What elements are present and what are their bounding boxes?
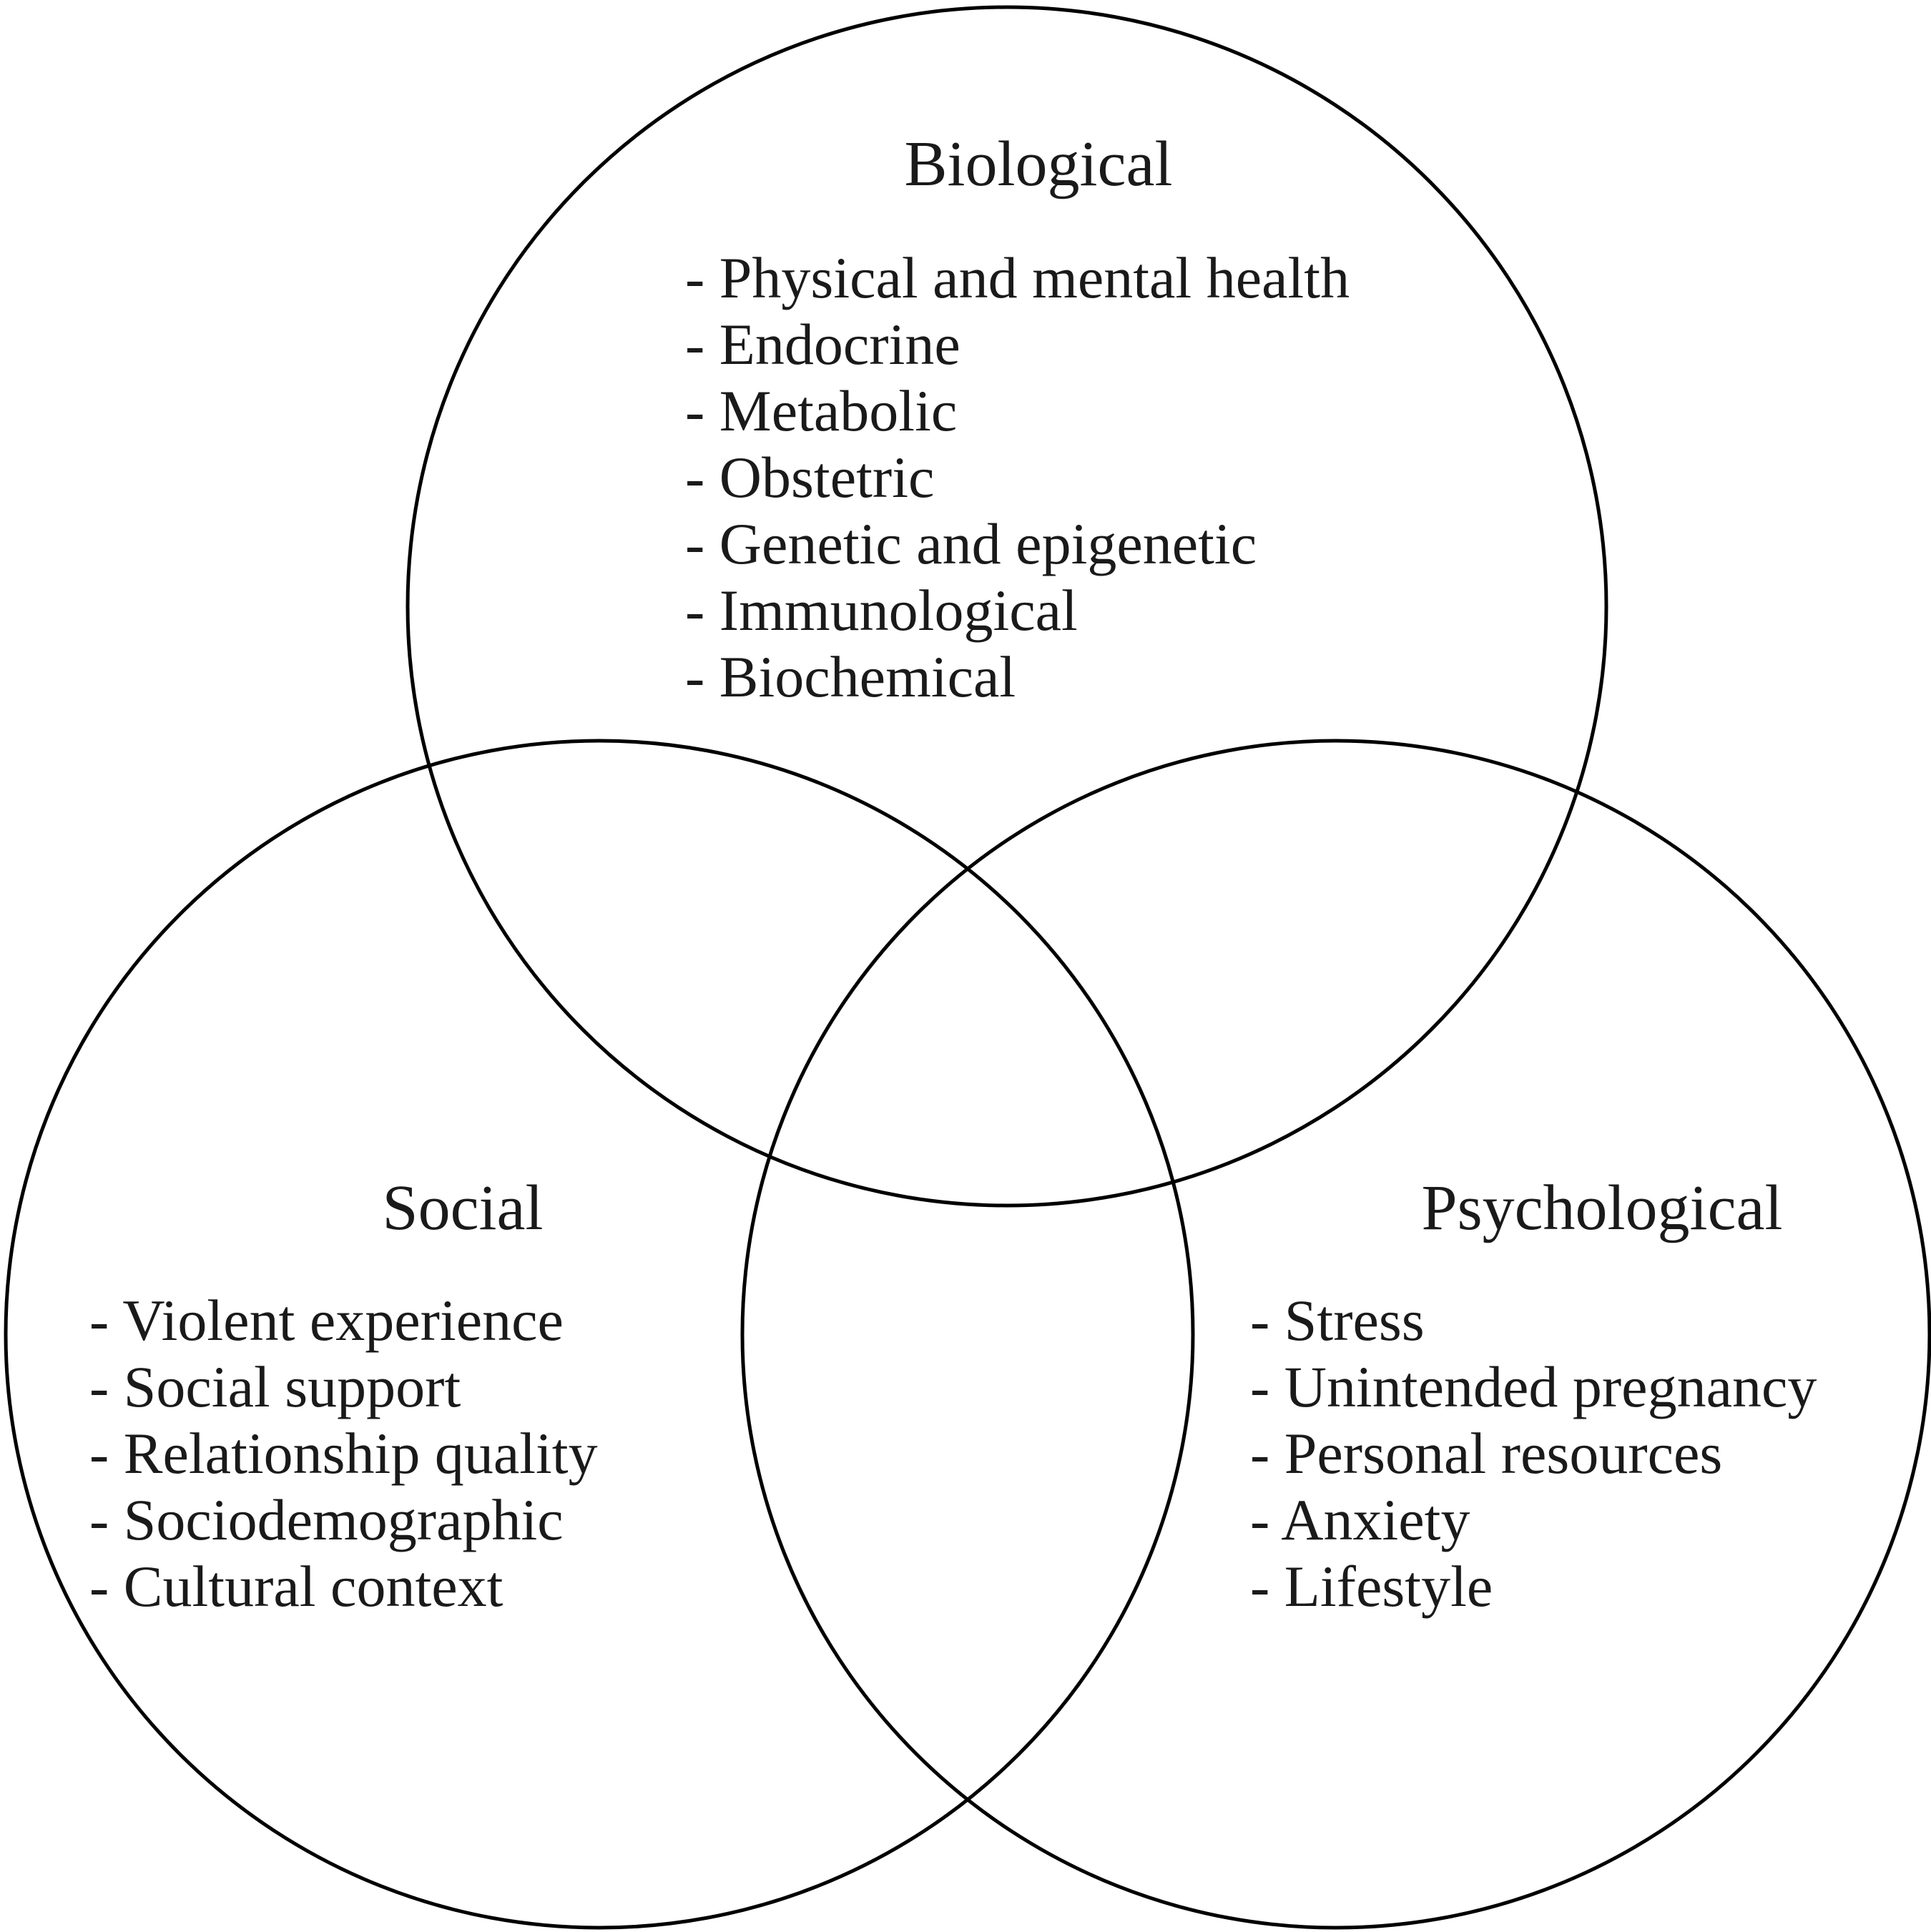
list-item: - Endocrine xyxy=(685,312,960,377)
list-item: - Lifestyle xyxy=(1250,1554,1493,1619)
psychological-list: - Stress - Unintended pregnancy - Person… xyxy=(1250,1287,1817,1620)
list-item: - Physical and mental health xyxy=(685,245,1350,310)
social-title: Social xyxy=(382,1173,544,1243)
list-item: - Genetic and epigenetic xyxy=(685,511,1257,576)
list-item: - Anxiety xyxy=(1250,1487,1470,1552)
list-item: - Violent experience xyxy=(89,1288,564,1353)
list-item: - Metabolic xyxy=(685,378,958,443)
psychological-title: Psychological xyxy=(1421,1173,1783,1243)
list-item: - Personal resources xyxy=(1250,1421,1723,1486)
biological-list: - Physical and mental health - Endocrine… xyxy=(685,245,1350,710)
social-circle xyxy=(4,739,1195,1930)
list-item: - Unintended pregnancy xyxy=(1250,1354,1817,1419)
list-item: - Immunological xyxy=(685,578,1078,643)
biological-circle xyxy=(406,5,1608,1208)
social-list: - Violent experience - Social support - … xyxy=(89,1287,598,1620)
biological-title: Biological xyxy=(904,129,1173,199)
list-item: - Cultural context xyxy=(89,1554,503,1619)
list-item: - Obstetric xyxy=(685,445,935,510)
list-item: - Biochemical xyxy=(685,644,1016,709)
list-item: - Social support xyxy=(89,1354,461,1419)
list-item: - Stress xyxy=(1250,1288,1425,1353)
psychological-circle xyxy=(740,739,1931,1930)
list-item: - Relationship quality xyxy=(89,1421,598,1486)
list-item: - Sociodemographic xyxy=(89,1487,564,1552)
